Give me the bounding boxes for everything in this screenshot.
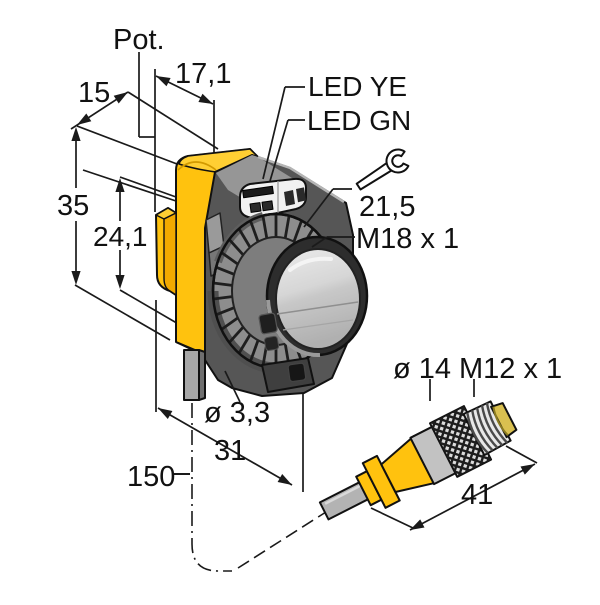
svg-text:17,1: 17,1	[175, 58, 231, 90]
svg-text:M12 x 1: M12 x 1	[459, 353, 562, 385]
svg-text:150: 150	[127, 461, 175, 493]
svg-text:31: 31	[214, 435, 246, 467]
svg-text:41: 41	[461, 479, 493, 511]
svg-text:M18 x 1: M18 x 1	[356, 223, 459, 255]
svg-text:15: 15	[78, 77, 110, 109]
svg-text:21,5: 21,5	[359, 191, 415, 223]
svg-text:ø 3,3: ø 3,3	[204, 397, 270, 429]
svg-text:Pot.: Pot.	[113, 24, 165, 56]
svg-text:35: 35	[57, 190, 89, 222]
svg-text:LED YE: LED YE	[308, 71, 407, 102]
svg-text:24,1: 24,1	[93, 221, 148, 252]
svg-text:ø 14: ø 14	[393, 353, 451, 385]
svg-text:LED GN: LED GN	[307, 105, 411, 136]
